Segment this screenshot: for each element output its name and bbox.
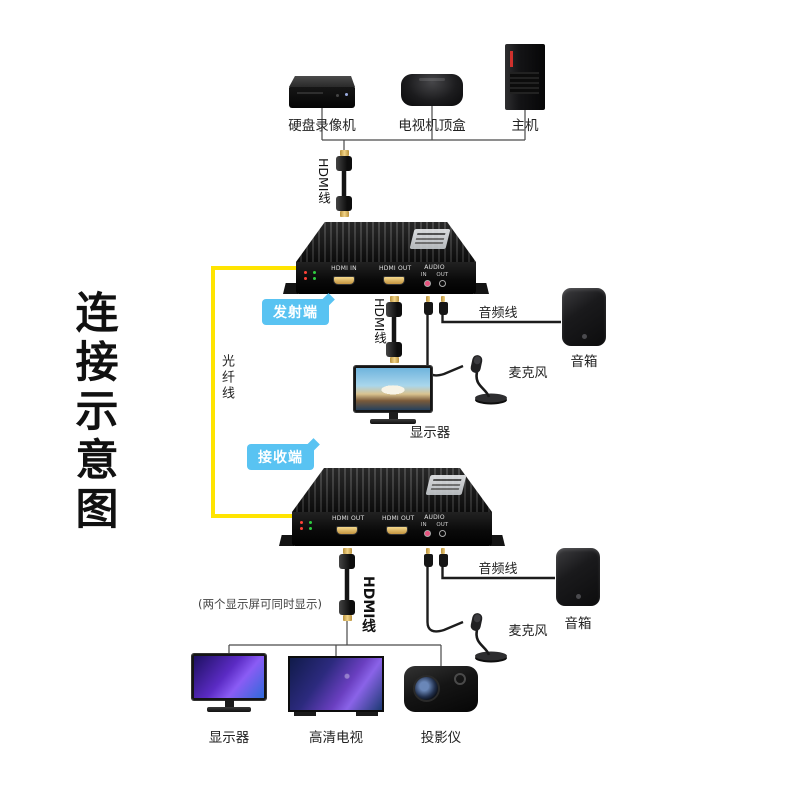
settop-box-label: 电视机顶盒	[398, 118, 466, 134]
projector-label: 投影仪	[420, 730, 462, 746]
hdd-recorder-label: 硬盘录像机	[288, 118, 356, 134]
audio-plug-left-top	[423, 296, 433, 315]
monitor-label-mid: 显示器	[409, 425, 451, 441]
transmitter-badge: 发射端	[262, 299, 329, 325]
fiber-cable-label: 光纤线	[217, 352, 236, 404]
hdmi-out-port-label: HDMI OUT	[379, 265, 412, 272]
mounting-ear-left	[279, 535, 294, 546]
hdmi-port-connector	[386, 526, 408, 535]
hdmi-out1-label: HDMI OUT	[332, 515, 365, 522]
transmitter-top-face	[296, 222, 476, 262]
projector-lens	[413, 675, 440, 702]
tv-foot-right	[356, 712, 378, 716]
audio-inout-label: IN OUT	[420, 272, 449, 278]
audio-cable-label-bottom: 音频线	[478, 562, 518, 577]
transmitter-front-panel: HDMI IN HDMI OUT AUDIO IN OUT	[296, 262, 476, 294]
hdmi-port-connector	[336, 526, 358, 535]
hdd-recorder-top	[289, 76, 355, 87]
audio-plug-left-bottom	[423, 548, 433, 567]
fiber-line	[211, 266, 296, 518]
tv-foot-left	[294, 712, 316, 716]
hdmi-out-port-2: HDMI OUT	[382, 515, 415, 535]
led-indicators	[304, 271, 318, 280]
audio-plug-right-top	[438, 296, 448, 315]
audio-ports: AUDIO IN OUT	[412, 514, 457, 537]
receiver-device: HDMI OUT HDMI OUT AUDIO IN OUT	[279, 468, 505, 546]
spec-sticker	[425, 475, 467, 495]
hdmi-out-port-1: HDMI OUT	[332, 515, 365, 535]
thin-connection-lines	[228, 105, 526, 667]
speaker-device-top	[562, 288, 606, 346]
mounting-ear-right	[490, 535, 505, 546]
hdd-recorder-device	[289, 76, 355, 108]
hdmi-port-connector	[333, 276, 355, 285]
hdmi-cable-segments	[341, 166, 397, 605]
audio-jacks	[412, 280, 457, 287]
audio-cable-label-top: 音频线	[478, 306, 518, 321]
hdmi-plug-down-mid	[385, 342, 403, 363]
hdmi-plug-up-mid	[385, 296, 403, 317]
projector-focus-ring	[454, 673, 466, 685]
monitor-screen	[192, 654, 266, 700]
hdmi-cable-label-bottom: HDMI线	[360, 576, 376, 633]
receiver-front-panel: HDMI OUT HDMI OUT AUDIO IN OUT	[292, 512, 492, 546]
hdmi-out-port: HDMI OUT	[379, 265, 412, 285]
monitor-screen	[354, 366, 432, 412]
host-pc-label: 主机	[511, 118, 539, 134]
transmitter-device: HDMI IN HDMI OUT AUDIO IN OUT	[283, 222, 489, 294]
audio-plug-right-bottom	[438, 548, 448, 567]
audio-label: AUDIO	[424, 514, 445, 521]
microphone-top	[470, 355, 507, 405]
monitor-neck	[388, 412, 398, 419]
speaker-label-top: 音箱	[570, 354, 598, 370]
receiver-badge: 接收端	[247, 444, 314, 470]
monitor-base	[370, 419, 416, 424]
dual-display-note: (两个显示屏可同时显示)	[198, 597, 322, 611]
monitor-base	[207, 707, 251, 712]
microphone-label-top: 麦克风	[508, 366, 548, 381]
page-title: 连接示意图	[68, 290, 118, 535]
audio-jacks	[412, 530, 457, 537]
settop-box-device	[401, 74, 463, 106]
hdmi-plug-down-bottom	[338, 600, 356, 621]
hdmi-out2-label: HDMI OUT	[382, 515, 415, 522]
hdmi-port-connector	[383, 276, 405, 285]
tv-screen	[288, 656, 384, 712]
microphone-label-bottom: 麦克风	[508, 624, 548, 639]
speaker-label-bottom: 音箱	[564, 616, 592, 632]
monitor-device-bottom	[192, 654, 266, 712]
monitor-neck	[224, 700, 234, 707]
monitor-label-bottom: 显示器	[208, 730, 250, 746]
audio-ports: AUDIO IN OUT	[412, 264, 457, 287]
hdmi-plug-up-bottom	[338, 548, 356, 569]
monitor-device-mid	[354, 366, 432, 424]
audio-label: AUDIO	[424, 264, 445, 271]
hdmi-in-port: HDMI IN	[329, 265, 359, 285]
hdd-recorder-front	[289, 87, 355, 108]
projector-device	[404, 666, 478, 712]
hdmi-cable-label-top: HDMI线	[316, 158, 331, 204]
hdmi-cable-label-mid: HDMI线	[372, 298, 387, 344]
receiver-top-face	[292, 468, 492, 512]
microphone-bottom	[470, 613, 507, 663]
hdmi-plug-up-top	[335, 150, 353, 171]
mounting-ear-right	[474, 283, 489, 294]
led-indicators	[300, 521, 314, 530]
mounting-ear-left	[283, 283, 298, 294]
tv-device	[288, 656, 384, 716]
spec-sticker	[409, 229, 451, 249]
hdmi-plug-down-top	[335, 196, 353, 217]
hdmi-in-port-label: HDMI IN	[331, 265, 357, 272]
audio-inout-label: IN OUT	[420, 522, 449, 528]
host-pc-device	[505, 44, 545, 110]
speaker-device-bottom	[556, 548, 600, 606]
tv-label: 高清电视	[309, 730, 363, 746]
